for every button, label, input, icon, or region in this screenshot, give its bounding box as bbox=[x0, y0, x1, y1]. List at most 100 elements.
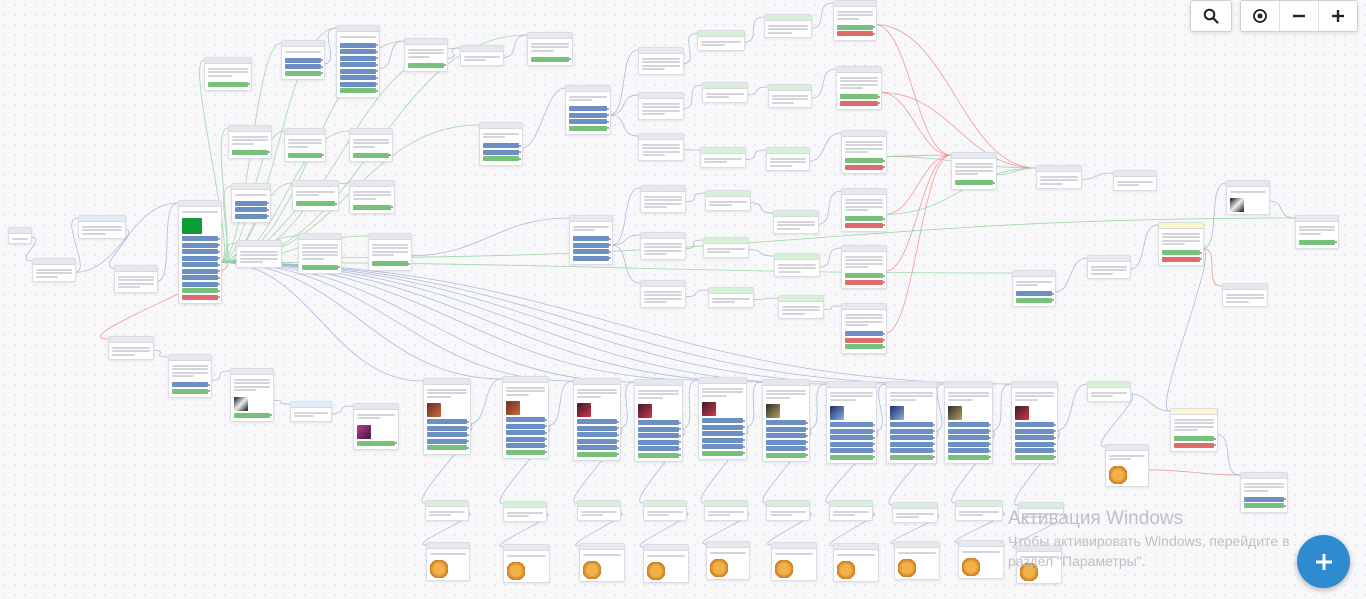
flow-node[interactable] bbox=[1016, 545, 1062, 584]
cancel-button[interactable] bbox=[837, 31, 875, 36]
flow-node[interactable] bbox=[700, 147, 746, 168]
node-header[interactable] bbox=[427, 543, 469, 549]
flow-node[interactable] bbox=[894, 541, 940, 580]
flow-node[interactable] bbox=[638, 92, 684, 120]
option-button[interactable] bbox=[182, 255, 220, 261]
flow-node[interactable] bbox=[204, 57, 252, 91]
flow-node[interactable] bbox=[230, 368, 274, 422]
node-header[interactable] bbox=[1114, 171, 1156, 177]
cancel-button[interactable] bbox=[182, 294, 220, 300]
flow-node[interactable] bbox=[228, 125, 272, 159]
flow-node[interactable] bbox=[762, 379, 810, 462]
flow-node[interactable] bbox=[290, 401, 332, 422]
node-header[interactable] bbox=[109, 337, 153, 343]
option-button[interactable] bbox=[948, 422, 991, 427]
node-header[interactable] bbox=[1013, 271, 1055, 277]
option-button[interactable] bbox=[182, 236, 220, 241]
node-header[interactable] bbox=[232, 184, 270, 190]
flow-node[interactable] bbox=[836, 66, 882, 110]
next-button[interactable] bbox=[234, 412, 272, 418]
option-button[interactable] bbox=[172, 382, 210, 387]
center-button[interactable] bbox=[1241, 1, 1280, 31]
option-button[interactable] bbox=[845, 331, 885, 336]
flow-node[interactable] bbox=[349, 128, 393, 162]
flow-node[interactable] bbox=[1012, 270, 1056, 307]
flow-node[interactable] bbox=[708, 287, 754, 308]
node-header[interactable] bbox=[503, 377, 548, 383]
node-header[interactable] bbox=[574, 379, 620, 385]
flow-node[interactable] bbox=[833, 0, 877, 41]
node-header[interactable] bbox=[827, 382, 876, 388]
next-button[interactable] bbox=[577, 451, 619, 457]
node-header[interactable] bbox=[639, 134, 683, 140]
flow-node[interactable] bbox=[460, 45, 504, 66]
cancel-button[interactable] bbox=[840, 100, 880, 106]
option-button[interactable] bbox=[340, 81, 378, 87]
option-button[interactable] bbox=[890, 441, 935, 447]
node-header[interactable] bbox=[639, 93, 683, 99]
option-button[interactable] bbox=[569, 106, 609, 111]
option-button[interactable] bbox=[340, 49, 378, 54]
flow-node[interactable] bbox=[231, 183, 271, 223]
flow-node[interactable] bbox=[168, 354, 212, 398]
node-header[interactable] bbox=[350, 129, 392, 135]
flow-node[interactable] bbox=[643, 500, 687, 521]
next-button[interactable] bbox=[845, 216, 885, 221]
node-header[interactable] bbox=[282, 41, 324, 47]
node-header[interactable] bbox=[229, 126, 271, 132]
node-header[interactable] bbox=[699, 378, 746, 384]
cancel-button[interactable] bbox=[1174, 442, 1216, 448]
flow-node[interactable] bbox=[336, 25, 380, 98]
option-button[interactable] bbox=[577, 419, 619, 424]
flow-node[interactable] bbox=[1170, 408, 1218, 452]
node-header[interactable] bbox=[237, 241, 281, 247]
next-button[interactable] bbox=[408, 62, 446, 68]
flow-node[interactable] bbox=[640, 280, 686, 308]
next-button[interactable] bbox=[1162, 250, 1202, 255]
next-button[interactable] bbox=[353, 152, 391, 158]
next-button[interactable] bbox=[483, 156, 521, 161]
node-header[interactable] bbox=[842, 131, 886, 137]
flow-node[interactable] bbox=[284, 128, 326, 162]
option-button[interactable] bbox=[182, 249, 220, 254]
node-header[interactable] bbox=[504, 545, 549, 551]
option-button[interactable] bbox=[573, 236, 611, 241]
flow-node[interactable] bbox=[892, 502, 938, 523]
node-header[interactable] bbox=[1088, 256, 1130, 262]
next-button[interactable] bbox=[353, 204, 393, 210]
option-button[interactable] bbox=[340, 62, 378, 67]
flow-node[interactable] bbox=[1018, 502, 1064, 523]
node-header[interactable] bbox=[1171, 409, 1217, 415]
option-button[interactable] bbox=[577, 432, 619, 437]
option-button[interactable] bbox=[766, 426, 808, 432]
node-header[interactable] bbox=[528, 33, 572, 39]
node-header[interactable] bbox=[830, 501, 872, 507]
option-button[interactable] bbox=[506, 436, 547, 442]
node-header[interactable] bbox=[405, 39, 447, 45]
flow-node[interactable] bbox=[298, 233, 342, 274]
flow-node[interactable] bbox=[886, 381, 937, 464]
flow-node[interactable] bbox=[841, 130, 887, 174]
option-button[interactable] bbox=[702, 444, 745, 449]
flow-node[interactable] bbox=[826, 381, 877, 464]
node-header[interactable] bbox=[369, 234, 411, 240]
flow-node[interactable] bbox=[425, 500, 469, 521]
option-button[interactable] bbox=[702, 424, 745, 430]
flow-node[interactable] bbox=[768, 84, 812, 108]
node-header[interactable] bbox=[834, 1, 876, 7]
option-button[interactable] bbox=[890, 428, 935, 434]
option-button[interactable] bbox=[340, 68, 378, 74]
node-header[interactable] bbox=[767, 148, 809, 154]
node-header[interactable] bbox=[1012, 382, 1057, 388]
option-button[interactable] bbox=[235, 200, 269, 206]
flow-node[interactable] bbox=[503, 544, 550, 583]
node-header[interactable] bbox=[1159, 223, 1203, 229]
next-button[interactable] bbox=[955, 180, 995, 185]
node-header[interactable] bbox=[842, 189, 886, 195]
option-button[interactable] bbox=[483, 143, 521, 148]
flow-node[interactable] bbox=[944, 381, 993, 464]
option-button[interactable] bbox=[1015, 435, 1056, 440]
flow-node[interactable] bbox=[426, 542, 470, 581]
node-header[interactable] bbox=[205, 58, 251, 64]
zoom-out-button[interactable] bbox=[1280, 1, 1319, 31]
